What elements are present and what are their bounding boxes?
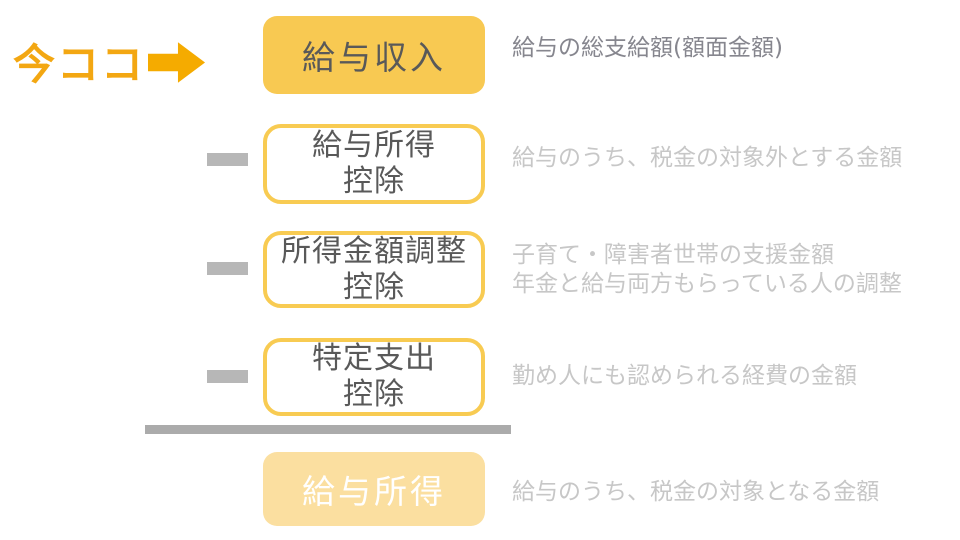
current-position-label: 今ココ [13, 40, 146, 89]
box-income-adjustment-deduction: 所得金額調整 控除 [263, 231, 485, 308]
desc-salary-deduction: 給与のうち、税金の対象外とする金額 [512, 145, 903, 171]
desc-income-adjustment-line1: 子育て・障害者世帯の支援金額 [512, 242, 834, 268]
box-employment-income-result: 給与所得 [263, 452, 485, 526]
minus-icon [207, 153, 248, 166]
equals-divider-line [145, 425, 511, 434]
box-salary-deduction-line1: 給与所得 [312, 128, 436, 163]
desc-employment-income-result: 給与のうち、税金の対象となる金額 [512, 479, 880, 505]
box-salary-deduction: 給与所得 控除 [263, 124, 485, 204]
box-income-adjustment-line2: 控除 [343, 269, 405, 305]
box-salary-deduction-line2: 控除 [343, 164, 405, 199]
desc-specified-expense-deduction: 勤め人にも認められる経費の金額 [512, 363, 857, 389]
desc-income-adjustment-deduction: 子育て・障害者世帯の支援金額 年金と給与両方もらっている人の調整 [512, 241, 902, 299]
box-specified-expense-line2: 控除 [343, 377, 405, 412]
desc-income-adjustment-line2: 年金と給与両方もらっている人の調整 [512, 271, 902, 297]
box-income-adjustment-line1: 所得金額調整 [281, 233, 467, 269]
desc-salary-income: 給与の総支給額(額面金額) [512, 35, 783, 61]
box-specified-expense-line1: 特定支出 [312, 341, 436, 376]
box-specified-expense-deduction: 特定支出 控除 [263, 338, 485, 416]
minus-icon [207, 262, 248, 275]
minus-icon [207, 370, 248, 383]
box-employment-income-label: 給与所得 [302, 472, 446, 511]
box-salary-income: 給与収入 [263, 16, 485, 94]
box-salary-income-label: 給与収入 [302, 38, 446, 77]
arrow-right-icon [148, 42, 206, 83]
